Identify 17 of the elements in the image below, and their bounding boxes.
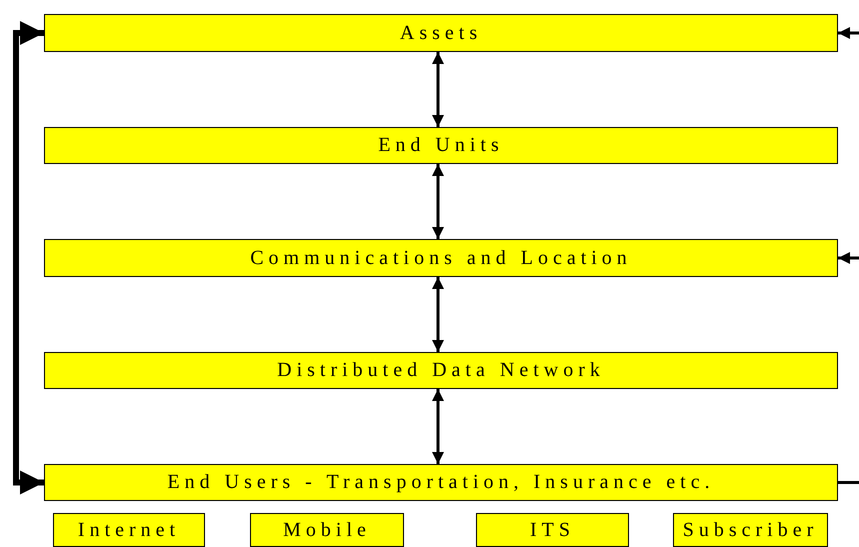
channel-box: ITS	[476, 513, 629, 547]
channel-box: Internet	[53, 513, 205, 547]
layer-bar: End Units	[44, 127, 838, 164]
layer-bar: End Users - Transportation, Insurance etc.	[44, 464, 838, 501]
channel-box: Subscriber	[673, 513, 828, 547]
double-arrow	[432, 277, 444, 352]
layer-bar: Distributed Data Network	[44, 352, 838, 389]
arrow	[838, 27, 859, 39]
double-arrow	[432, 164, 444, 239]
double-arrow	[13, 21, 44, 494]
arrow	[838, 252, 859, 264]
double-arrow	[432, 389, 444, 464]
connector-line	[838, 481, 859, 484]
channel-box: Mobile	[250, 513, 404, 547]
layer-bar: Assets	[44, 14, 838, 52]
layer-bar: Communications and Location	[44, 239, 838, 277]
double-arrow	[432, 52, 444, 127]
